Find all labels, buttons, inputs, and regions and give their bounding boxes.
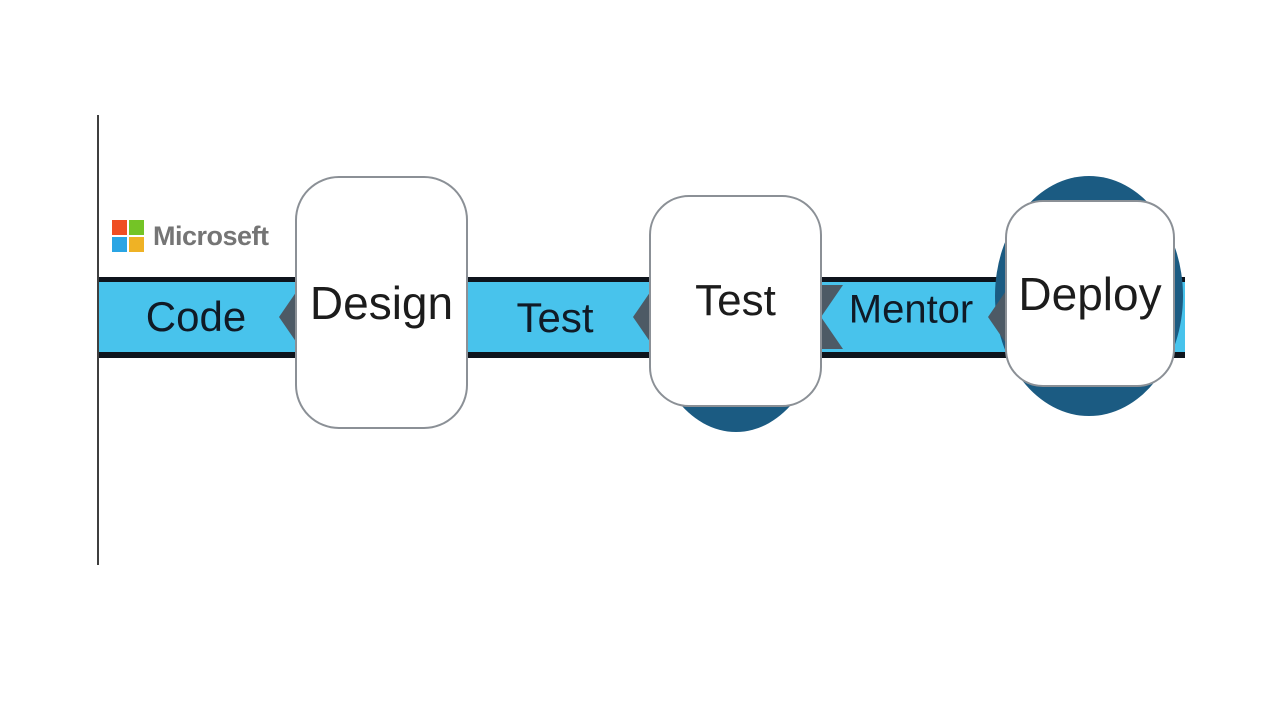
stage-card-test: Test <box>649 195 822 407</box>
microsoft-logo-icon <box>112 220 144 252</box>
microsoft-logo: Microseft <box>112 220 269 252</box>
logo-square-blue-icon <box>112 237 127 252</box>
logo-square-yellow-icon <box>129 237 144 252</box>
stage-card-deploy-label: Deploy <box>1018 267 1162 320</box>
vertical-axis-line <box>97 115 99 565</box>
microsoft-logo-text: Microseft <box>153 220 269 251</box>
stage-card-design-label: Design <box>309 276 454 329</box>
ribbon-step-code: Code <box>145 293 247 340</box>
ribbon-step-test: Test <box>516 294 594 341</box>
stage-card-deploy: Deploy <box>1005 200 1175 387</box>
stage-card-design: Design <box>295 176 468 429</box>
stage-card-test-label: Test <box>695 276 776 325</box>
logo-square-green-icon <box>129 220 144 235</box>
logo-square-red-icon <box>112 220 127 235</box>
ribbon-step-mentor: Mentor <box>848 287 974 332</box>
